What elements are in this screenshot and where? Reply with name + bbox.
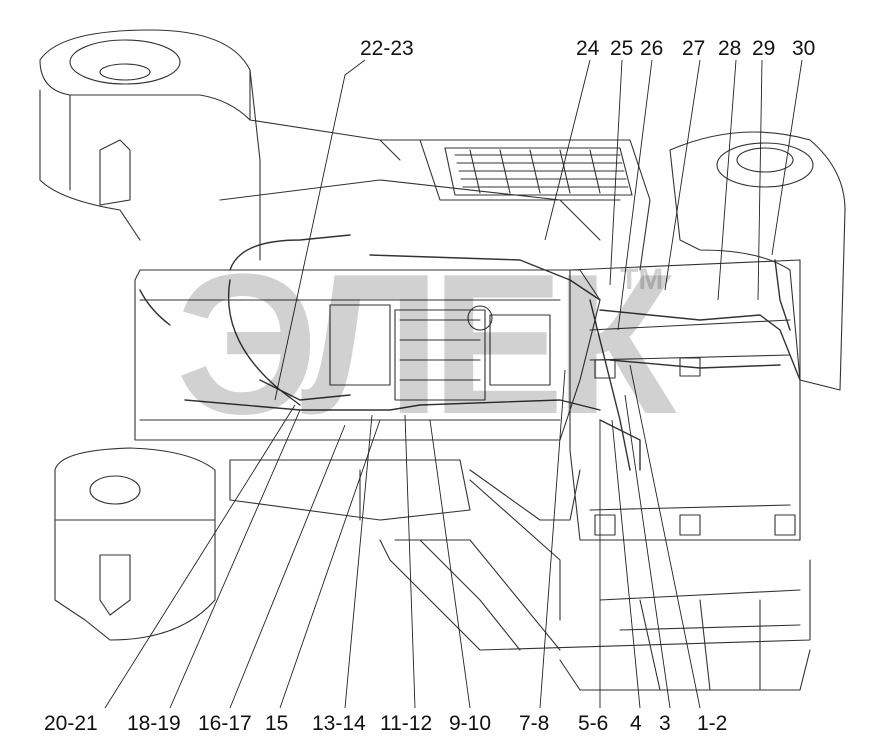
engine-grille bbox=[444, 147, 633, 196]
callout-label: 13-14 bbox=[312, 712, 366, 735]
callout-label: 5-6 bbox=[578, 712, 609, 735]
callout-label: 26 bbox=[640, 37, 664, 60]
leader-lines bbox=[104, 59, 803, 709]
rear-bumper-cage bbox=[379, 479, 811, 691]
engine-block bbox=[329, 304, 551, 401]
callout-label: 20-21 bbox=[44, 712, 98, 735]
rear-frame bbox=[569, 259, 801, 541]
callout-label: 29 bbox=[752, 37, 776, 60]
front-left-wheel bbox=[39, 29, 251, 241]
callout-label: 28 bbox=[718, 37, 742, 60]
callout-label: 11-12 bbox=[380, 712, 433, 735]
callout-label: 24 bbox=[576, 37, 600, 60]
callout-label: 27 bbox=[682, 37, 706, 60]
callout-label: 7-8 bbox=[519, 712, 550, 735]
front-right-wheel bbox=[669, 131, 846, 391]
callout-label: 18-19 bbox=[127, 712, 181, 735]
chassis-frame bbox=[134, 69, 651, 521]
callout-label: 3 bbox=[659, 712, 671, 735]
rear-left-wheel bbox=[54, 447, 216, 641]
callout-label: 16-17 bbox=[198, 712, 252, 735]
callout-label: 22-23 bbox=[360, 37, 414, 60]
callout-label: 4 bbox=[630, 712, 642, 735]
callout-label: 1-2 bbox=[697, 712, 728, 735]
callout-label: 15 bbox=[265, 712, 289, 735]
watermark: ЭЛЕК bbox=[176, 233, 676, 456]
callout-label: 30 bbox=[792, 37, 816, 60]
callout-label: 25 bbox=[610, 37, 634, 60]
hydraulic-lines bbox=[139, 234, 801, 471]
watermark-tm: TM bbox=[620, 263, 664, 296]
callout-label: 9-10 bbox=[449, 712, 492, 735]
